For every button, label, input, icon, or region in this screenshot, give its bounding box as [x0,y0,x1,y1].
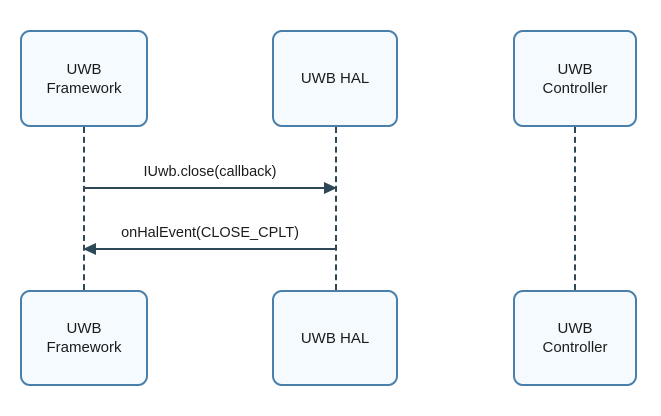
message-line-onhalevent-close-cplt [84,248,336,250]
participant-label-uwb-controller-head: UWB Controller [542,60,608,97]
message-label-onhalevent-close-cplt: onHalEvent(CLOSE_CPLT) [121,225,299,241]
lifeline-uwb-framework [83,127,85,290]
message-label-iuwb-close: IUwb.close(callback) [143,164,277,180]
message-line-iuwb-close [84,187,336,189]
participant-label-uwb-controller-foot: UWB Controller [542,320,608,356]
participant-head-uwb-controller[interactable]: UWB Controller [513,30,637,127]
arrow-right-icon-iuwb-close [324,182,337,194]
lifeline-uwb-hal [335,127,337,290]
participant-head-uwb-hal[interactable]: UWB HAL [272,30,398,127]
participant-foot-uwb-controller[interactable]: UWB Controller [513,290,637,386]
participant-head-uwb-framework[interactable]: UWB Framework [20,30,148,127]
participant-foot-uwb-framework[interactable]: UWB Framework [20,290,148,386]
participant-foot-uwb-hal[interactable]: UWB HAL [272,290,398,386]
participant-label-uwb-hal-foot: UWB HAL [300,329,370,347]
participant-label-uwb-framework-head: UWB Framework [46,60,122,97]
lifeline-uwb-controller [574,127,576,290]
arrow-left-icon-onhalevent-close-cplt [83,243,96,255]
participant-label-uwb-hal-head: UWB HAL [300,70,370,87]
participant-label-uwb-framework-foot: UWB Framework [46,320,122,356]
